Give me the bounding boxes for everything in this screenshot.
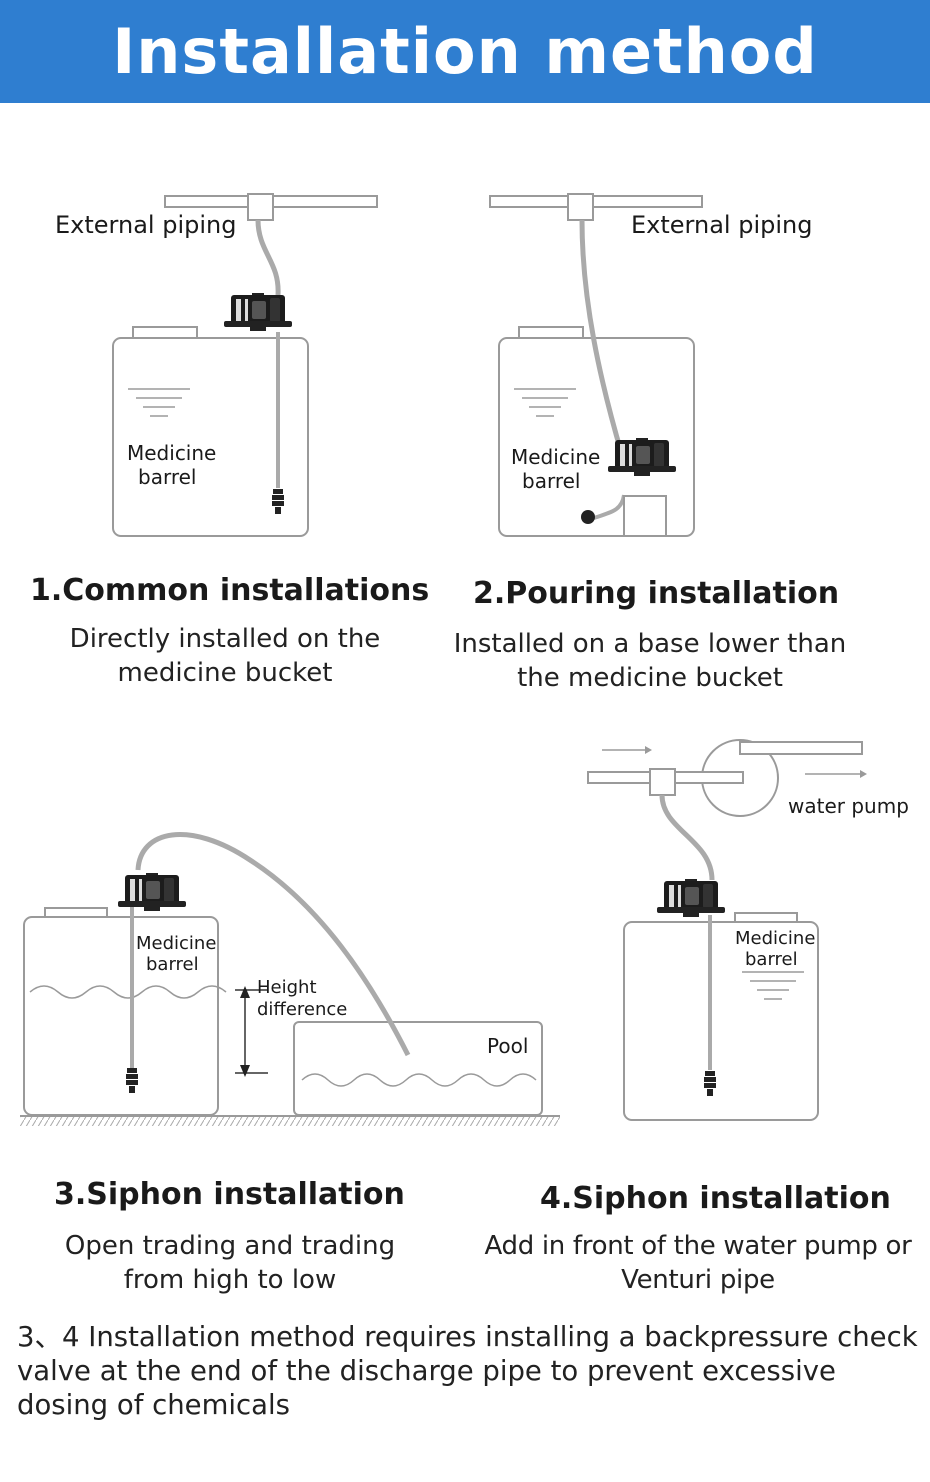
- panel-4-desc-line1: Add in front of the water pump or: [484, 1231, 912, 1261]
- pipe-hose: [255, 219, 281, 296]
- dosing-pump-icon: [608, 438, 676, 476]
- pool: [293, 1021, 543, 1116]
- panel-2-desc-line2: the medicine bucket: [517, 663, 783, 693]
- arrow-down-icon: [240, 1065, 250, 1077]
- panel-3-description: Open trading and trading from high to lo…: [30, 1229, 430, 1297]
- medicine-barrel: [112, 337, 309, 537]
- panel-4-heading: 4.Siphon installation: [540, 1181, 891, 1216]
- panel-2-desc-line1: Installed on a base lower than: [453, 629, 847, 659]
- title-banner: Installation method: [0, 0, 930, 103]
- external-pipe: [489, 195, 703, 208]
- panel-4-desc-line2: Venturi pipe: [621, 1265, 775, 1295]
- panel-1-desc-line2: medicine bucket: [117, 658, 333, 688]
- barrel-label-line2: barrel: [146, 954, 199, 975]
- pool-label: Pool: [487, 1034, 528, 1058]
- water-pump-label: water pump: [788, 794, 909, 818]
- barrel-label-line2: barrel: [522, 469, 580, 493]
- panel-2-description: Installed on a base lower than the medic…: [440, 627, 860, 695]
- panel-4-diagram: [587, 739, 863, 1121]
- barrel-label-line1: Medicine: [136, 933, 216, 954]
- suction-end-icon: [581, 510, 595, 524]
- barrel-label-line2: barrel: [138, 465, 196, 489]
- panel-3-desc-line2: from high to low: [123, 1265, 337, 1295]
- ground: [20, 1116, 560, 1126]
- barrel-label-line1: Medicine: [511, 445, 600, 469]
- panel-4-description: Add in front of the water pump or Ventur…: [468, 1229, 928, 1297]
- panel-1-desc-line1: Directly installed on the: [69, 624, 381, 654]
- medicine-barrel: [498, 337, 695, 537]
- height-label-line2: difference: [257, 999, 347, 1020]
- panel-1-description: Directly installed on the medicine bucke…: [30, 622, 420, 690]
- flow-arrow-icon: [645, 746, 652, 754]
- panel-3-desc-line1: Open trading and trading: [64, 1231, 396, 1261]
- barrel-label-line1: Medicine: [127, 441, 216, 465]
- panel-2-diagram: [489, 193, 703, 537]
- panel-1-heading: 1.Common installations: [30, 573, 430, 608]
- page-title: Installation method: [112, 15, 818, 88]
- external-piping-label: External piping: [55, 211, 236, 239]
- medicine-barrel: [23, 916, 219, 1116]
- external-piping-label: External piping: [631, 211, 812, 239]
- dosing-pump-icon: [657, 879, 725, 917]
- dosing-pump-icon: [224, 293, 292, 331]
- panel-3-diagram: [20, 832, 560, 1126]
- barrel-label-line2: barrel: [745, 949, 798, 970]
- dosing-pump-icon: [118, 873, 186, 911]
- arrow-up-icon: [240, 986, 250, 998]
- height-label-line1: Height: [257, 977, 317, 998]
- panel-2-heading: 2.Pouring installation: [473, 576, 840, 611]
- siphon-hose: [135, 832, 411, 1057]
- installation-note: 3、4 Installation method requires install…: [17, 1321, 918, 1421]
- panel-3-heading: 3.Siphon installation: [54, 1177, 405, 1212]
- barrel-label-line1: Medicine: [735, 928, 815, 949]
- flow-arrow-icon: [860, 770, 867, 778]
- panel-1-diagram: [112, 193, 378, 537]
